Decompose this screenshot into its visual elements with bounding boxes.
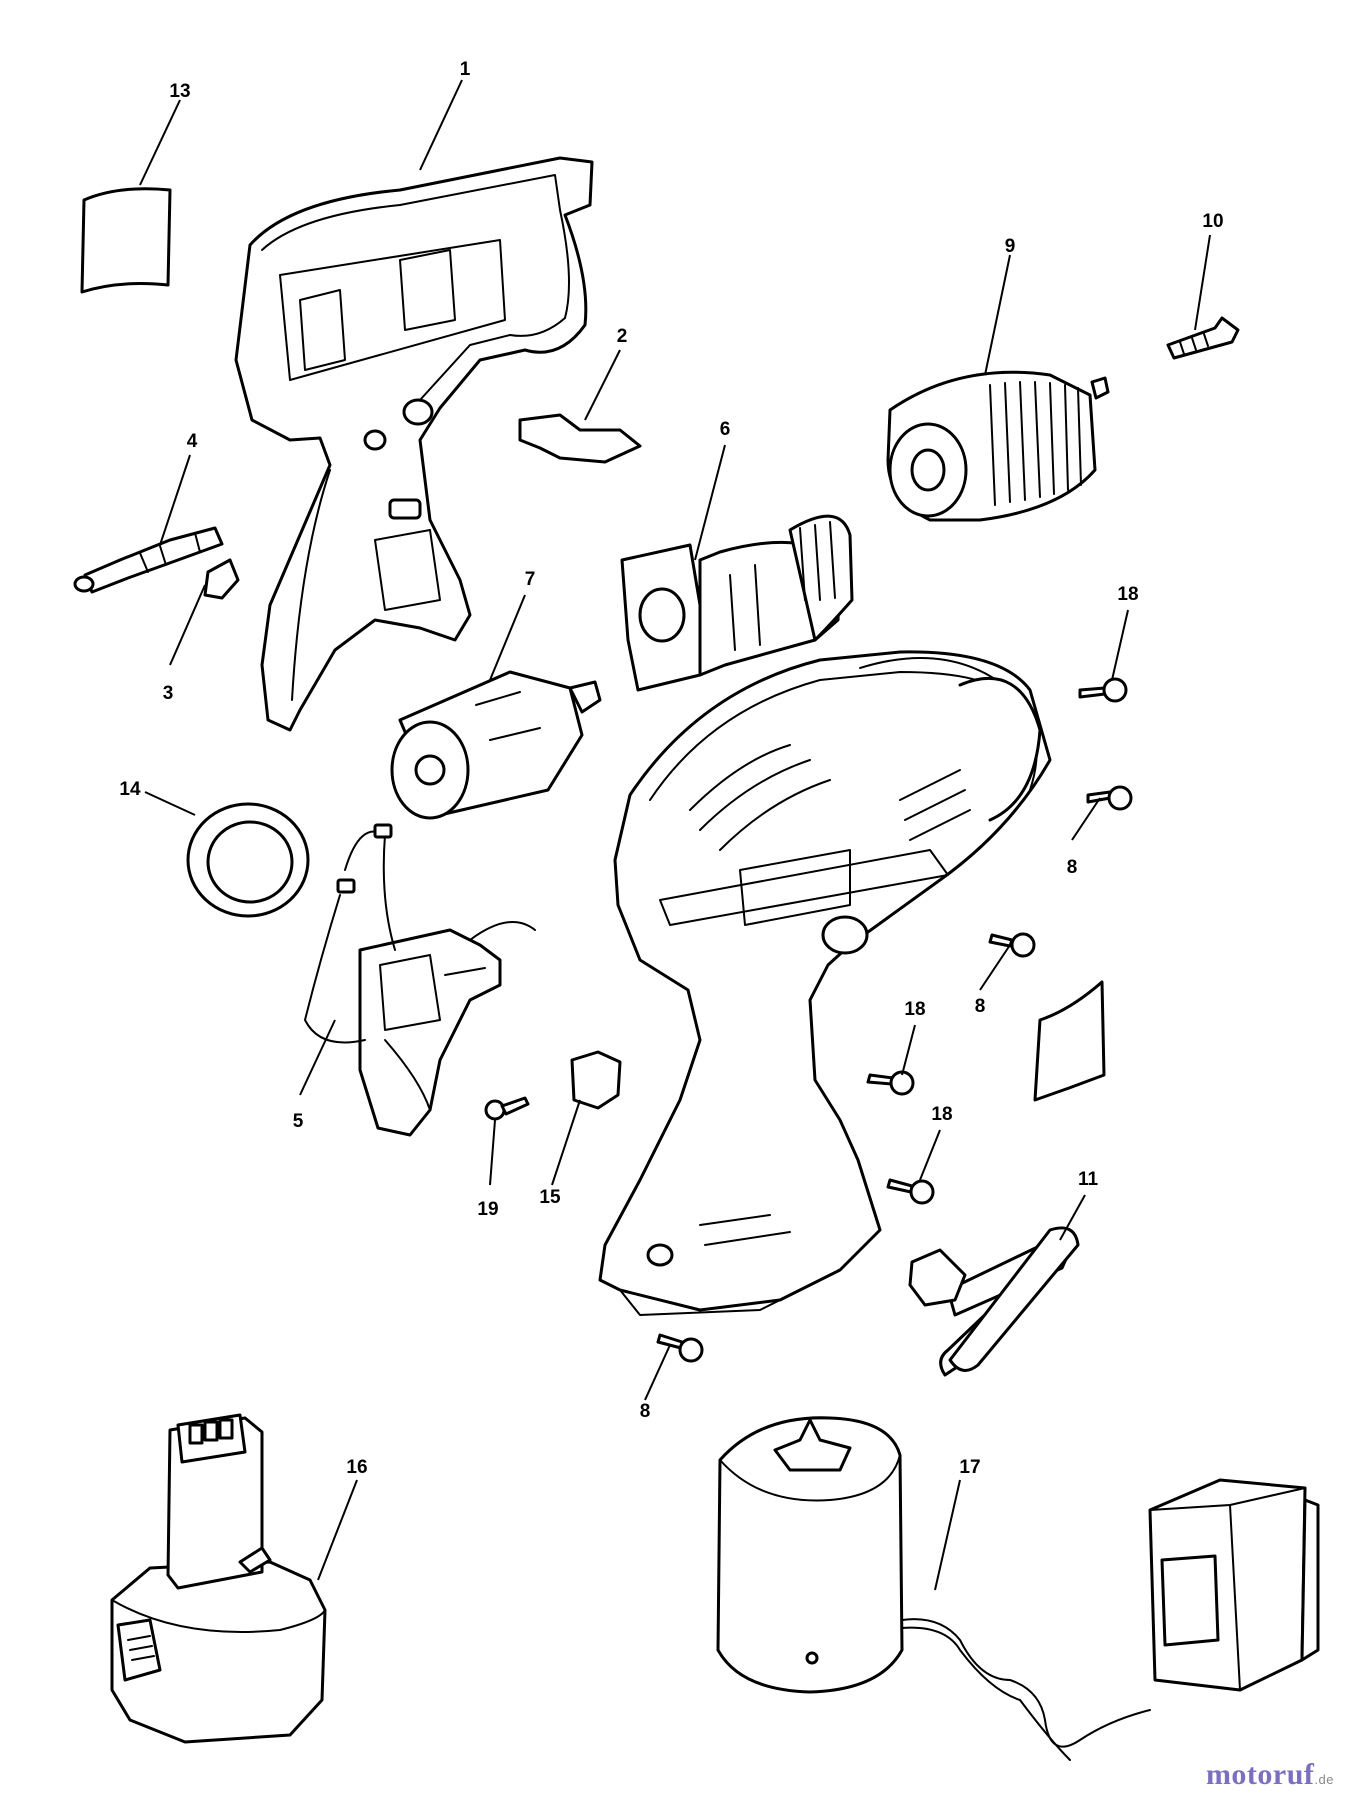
- callout-7: 7: [525, 569, 536, 590]
- part-15-clip: [570, 1050, 622, 1110]
- watermark-suffix: .de: [1314, 1772, 1334, 1787]
- part-1-housing-half: [234, 156, 594, 732]
- leader-lines: [139, 79, 1211, 1591]
- callout-13: 13: [169, 81, 190, 102]
- callout-18-top: 18: [1117, 584, 1138, 605]
- part-18-screw-top: [1078, 677, 1128, 703]
- part-14-ring: [186, 802, 310, 918]
- callout-18-low: 18: [931, 1104, 952, 1125]
- part-19-screw: [484, 1096, 530, 1121]
- part-17-charger-base: [716, 1416, 1151, 1761]
- part-2-switch-slider: [518, 413, 642, 464]
- callout-11: 11: [1078, 1169, 1099, 1190]
- callout-18-mid: 18: [904, 999, 925, 1020]
- callout-8-right: 8: [1067, 857, 1078, 878]
- part-7-motor: [390, 670, 602, 820]
- part-17-charger-adapter: [1148, 1478, 1320, 1692]
- part-4-screwdriver-bit: [73, 526, 224, 594]
- callout-2: 2: [617, 326, 628, 347]
- callout-15: 15: [539, 1187, 561, 1208]
- callout-8-mid: 8: [975, 996, 986, 1017]
- part-8-screw-bottom: [656, 1333, 704, 1363]
- part-18-screw-low: [886, 1178, 935, 1205]
- callout-3: 3: [163, 683, 174, 704]
- part-10-chuck-screw: [1166, 316, 1240, 360]
- callout-1: 1: [460, 59, 471, 80]
- watermark: motoruf.de: [1206, 1758, 1334, 1792]
- part-9-drill-chuck: [886, 370, 1110, 522]
- callout-6: 6: [720, 419, 731, 440]
- callout-9: 9: [1005, 236, 1016, 257]
- callout-16: 16: [346, 1457, 367, 1478]
- part-16-battery-pack: [110, 1413, 327, 1744]
- part-11-chuck-key: [908, 1226, 1080, 1377]
- part-8-screw-right: [1086, 785, 1133, 811]
- callout-14: 14: [119, 779, 141, 800]
- part-6-gearbox: [620, 514, 854, 692]
- part-13-label-sticker: [80, 187, 172, 294]
- callout-5: 5: [293, 1111, 304, 1132]
- part-8-screw-mid: [988, 932, 1036, 958]
- callout-17: 17: [959, 1457, 980, 1478]
- callout-10: 10: [1202, 211, 1223, 232]
- watermark-text: motoruf: [1205, 1758, 1315, 1791]
- part-5-switch-assembly: [304, 823, 536, 1137]
- callout-19: 19: [477, 1199, 498, 1220]
- part-3-clip: [203, 558, 240, 600]
- callout-4: 4: [187, 431, 198, 452]
- callout-8-bottom: 8: [640, 1401, 651, 1422]
- part-18-screw-mid: [866, 1070, 915, 1096]
- part-sticker-right: [1033, 980, 1106, 1102]
- assembled-drill-body: [598, 650, 1052, 1316]
